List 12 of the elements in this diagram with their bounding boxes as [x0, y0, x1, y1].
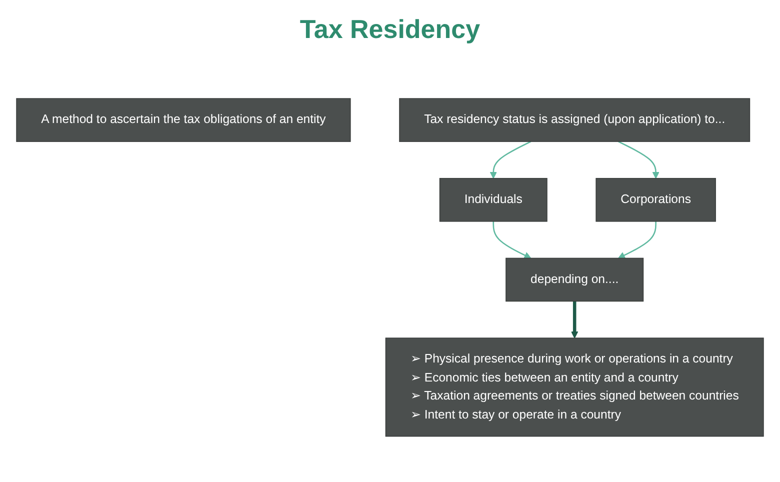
arrow	[618, 140, 660, 178]
node-box: Corporations	[596, 178, 716, 222]
arrow	[490, 140, 532, 178]
node-box: Individuals	[439, 178, 548, 222]
node-box: depending on....	[506, 257, 644, 302]
node-box: Tax residency status is assigned (upon application) to...	[399, 98, 750, 142]
title: Tax Residency	[298, 14, 482, 45]
arrow	[618, 220, 656, 258]
arrow	[571, 300, 578, 338]
node-box: A method to ascertain the tax obligations of an entity	[16, 98, 351, 142]
arrow	[492, 220, 532, 258]
node-box: ➢ Physical presence during work or operations in a country ➢ Economic ties between an entity and a country ➢ Taxation agreements or treaties signed between countries ➢ Intent to stay or operate in a country	[385, 337, 764, 436]
